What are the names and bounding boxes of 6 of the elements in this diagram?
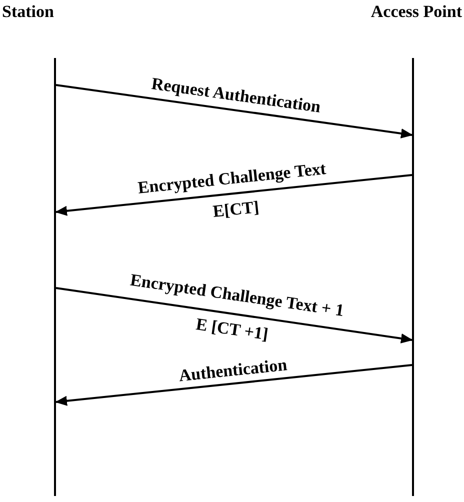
participant-label: Station [2,2,54,22]
message-arrow [55,364,412,406]
participant-label: Access Point [370,2,462,22]
message-arrow [56,287,413,344]
message-arrow [55,174,412,216]
message-arrow [56,84,413,138]
